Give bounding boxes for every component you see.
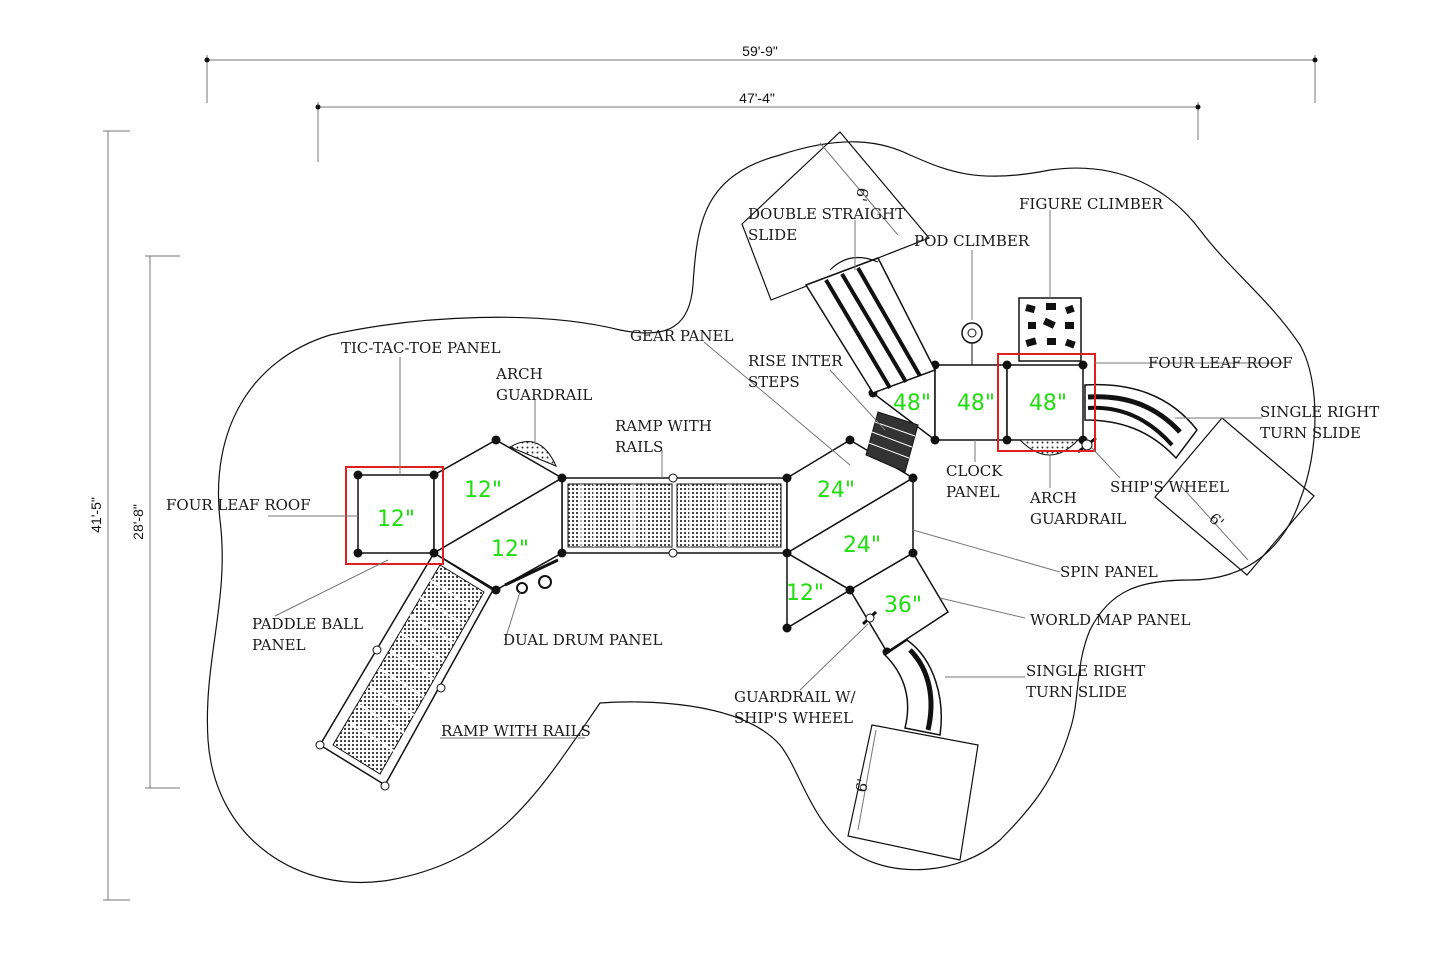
double-straight-slide-shape (804, 256, 937, 394)
label-ships-wheel: SHIP'S WHEEL (1110, 478, 1229, 496)
slide-zone-top-length: 6' (852, 186, 872, 203)
overall-width-dimension: 59'-9" (742, 43, 778, 59)
label-dual-drum-panel: DUAL DRUM PANEL (503, 631, 662, 649)
label-paddle-ball-1: PADDLE BALL (252, 615, 363, 633)
label-ramp-rails-center-1: RAMP WITH (615, 417, 712, 435)
rise-inter-steps (865, 411, 919, 473)
dimension-lines (103, 55, 1318, 901)
deck-height-lower-center: 24" (843, 533, 881, 558)
four-leaf-roof-right-highlight (997, 353, 1096, 452)
deck-height-48-a: 48" (893, 391, 931, 416)
ramp-with-rails-diagonal (315, 551, 495, 791)
label-four-leaf-roof-left: FOUR LEAF ROOF (166, 496, 311, 514)
label-four-leaf-roof-right: FOUR LEAF ROOF (1148, 354, 1293, 372)
deck-height-48-b: 48" (957, 391, 995, 416)
label-arch-guardrail-right-1: ARCH (1029, 489, 1077, 507)
label-spin-panel: SPIN PANEL (1060, 563, 1158, 581)
figure-climber-shape (1018, 297, 1082, 362)
deck-height-upper-left: 12" (464, 478, 502, 503)
label-arch-guardrail-right-2: GUARDRAIL (1030, 510, 1126, 528)
slide-zone-top (741, 131, 930, 301)
slide-zone-right (1154, 417, 1315, 576)
inner-depth-dimension: 28'-8" (130, 504, 146, 540)
guardrail-ships-wheel-shape (861, 610, 878, 626)
deck-height-lower-left: 12" (491, 537, 529, 562)
deck-height-36: 36" (884, 593, 922, 618)
label-figure-climber: FIGURE CLIMBER (1019, 195, 1164, 213)
slide-zone-bottom (847, 724, 979, 861)
ramp-with-rails-center (561, 473, 788, 558)
label-single-turn-slide-right-1: SINGLE RIGHT (1260, 403, 1379, 421)
label-double-straight-slide-1: DOUBLE STRAIGHT (748, 205, 905, 223)
arch-guardrail-right-shape (1018, 439, 1080, 456)
deck-posts (353, 360, 1088, 657)
deck-height-upper-center: 24" (817, 478, 855, 503)
arch-guardrail-left-shape (508, 441, 557, 467)
label-arch-guardrail-left-2: GUARDRAIL (496, 386, 592, 404)
slide-zone-bottom-length: 6' (852, 777, 872, 794)
label-single-turn-slide-bottom-1: SINGLE RIGHT (1026, 662, 1145, 680)
single-turn-slide-bottom-shape (883, 639, 942, 736)
label-gear-panel: GEAR PANEL (630, 327, 733, 345)
label-arch-guardrail-left-1: ARCH (495, 365, 543, 383)
label-rise-inter-steps-2: STEPS (748, 373, 800, 391)
overall-depth-dimension: 41'-5" (88, 497, 104, 533)
label-ramp-rails-diagonal: RAMP WITH RAILS (441, 722, 591, 740)
ships-wheel-right-shape (1077, 436, 1097, 454)
leader-lines (268, 210, 1283, 739)
inner-width-dimension: 47'-4" (739, 90, 775, 106)
deck-height-small-triangle: 12" (786, 581, 824, 606)
label-pod-climber: POD CLIMBER (914, 232, 1030, 250)
dual-drum-shape (504, 558, 559, 594)
label-clock-panel-2: PANEL (946, 483, 1000, 501)
single-turn-slide-right-shape (1084, 383, 1198, 460)
label-single-turn-slide-right-2: TURN SLIDE (1260, 424, 1361, 442)
label-double-straight-slide-2: SLIDE (748, 226, 797, 244)
label-guardrail-ships-wheel-2: SHIP'S WHEEL (734, 709, 853, 727)
deck-height-left: 12" (377, 507, 415, 532)
label-rise-inter-steps-1: RISE INTER (748, 352, 843, 370)
deck-height-48-c: 48" (1029, 391, 1067, 416)
label-single-turn-slide-bottom-2: TURN SLIDE (1026, 683, 1127, 701)
use-zone-boundary (206, 141, 1316, 884)
label-clock-panel-1: CLOCK (946, 462, 1003, 480)
label-ramp-rails-center-2: RAILS (615, 438, 663, 456)
pod-climber-shape (961, 322, 983, 365)
label-paddle-ball-2: PANEL (252, 636, 306, 654)
label-world-map-panel: WORLD MAP PANEL (1030, 611, 1190, 629)
slide-zone-right-length: 6' (1205, 509, 1227, 532)
label-guardrail-ships-wheel-1: GUARDRAIL W/ (734, 688, 857, 706)
label-tic-tac-toe-panel: TIC-TAC-TOE PANEL (341, 339, 501, 357)
deck-structures (357, 363, 1084, 654)
